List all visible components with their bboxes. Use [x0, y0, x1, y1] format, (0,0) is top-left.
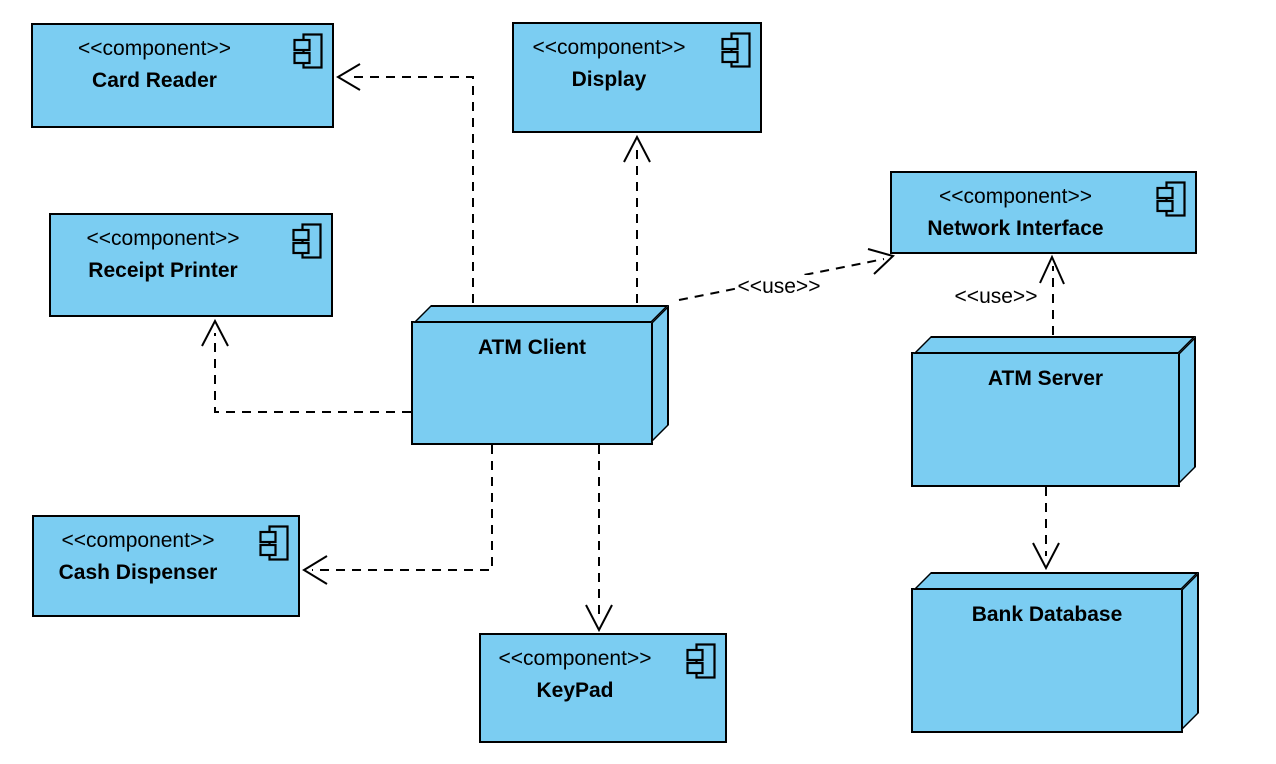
arrowhead-bank-database: [1032, 542, 1060, 571]
component-keypad[interactable]: <<component>> KeyPad: [479, 633, 727, 743]
component-name: KeyPad: [536, 679, 614, 702]
use-label-client-network: <<use>>: [735, 275, 823, 299]
component-icon: [293, 33, 323, 69]
component-name: Cash Dispenser: [58, 561, 218, 584]
edge-client-cash-dispenser: [312, 445, 493, 571]
component-cash-dispenser[interactable]: <<component>> Cash Dispenser: [32, 515, 300, 617]
node-side-face: [651, 305, 669, 443]
node-bank-database[interactable]: Bank Database: [911, 572, 1199, 733]
arrowhead-keypad: [585, 604, 613, 633]
arrowhead-cash-dispenser: [302, 555, 328, 585]
stereotype-label: <<component>>: [78, 37, 231, 60]
component-name: Network Interface: [927, 217, 1104, 240]
arrowhead-card-reader: [336, 63, 361, 91]
arrowhead-network-interface-left: [867, 248, 895, 275]
component-icon: [686, 643, 716, 679]
edge-client-card-reader: [348, 76, 474, 303]
component-name: Card Reader: [92, 69, 217, 92]
stereotype-label: <<component>>: [61, 529, 215, 552]
node-atm-client[interactable]: ATM Client: [411, 305, 669, 445]
component-name: Receipt Printer: [88, 259, 238, 282]
node-side-face: [1181, 572, 1199, 731]
stereotype-label: <<component>>: [532, 36, 686, 59]
node-name: ATM Server: [987, 367, 1104, 390]
arrowhead-display: [623, 134, 651, 163]
use-label-server-network: <<use>>: [952, 285, 1040, 309]
component-card-reader[interactable]: <<component>> Card Reader: [31, 23, 334, 128]
component-name: Display: [571, 68, 647, 91]
component-display[interactable]: <<component>> Display: [512, 22, 762, 133]
arrowhead-network-interface-bottom: [1039, 254, 1065, 285]
component-receipt-printer[interactable]: <<component>> Receipt Printer: [49, 213, 333, 317]
stereotype-label: <<component>>: [86, 227, 240, 250]
arrowhead-receipt-printer: [201, 318, 229, 347]
node-top-face: [413, 305, 669, 323]
component-network-interface[interactable]: <<component>> Network Interface: [890, 171, 1197, 254]
stereotype-label: <<component>>: [498, 647, 652, 670]
node-top-face: [913, 336, 1196, 354]
node-top-face: [913, 572, 1199, 590]
node-name: Bank Database: [971, 603, 1123, 626]
node-name: ATM Client: [477, 336, 587, 359]
edge-client-receipt-printer: [214, 333, 411, 413]
component-icon: [259, 525, 289, 561]
node-side-face: [1178, 336, 1196, 485]
component-icon: [721, 32, 751, 68]
component-icon: [1156, 181, 1186, 217]
node-atm-server[interactable]: ATM Server: [911, 336, 1196, 487]
component-icon: [292, 223, 322, 259]
stereotype-label: <<component>>: [939, 185, 1092, 208]
